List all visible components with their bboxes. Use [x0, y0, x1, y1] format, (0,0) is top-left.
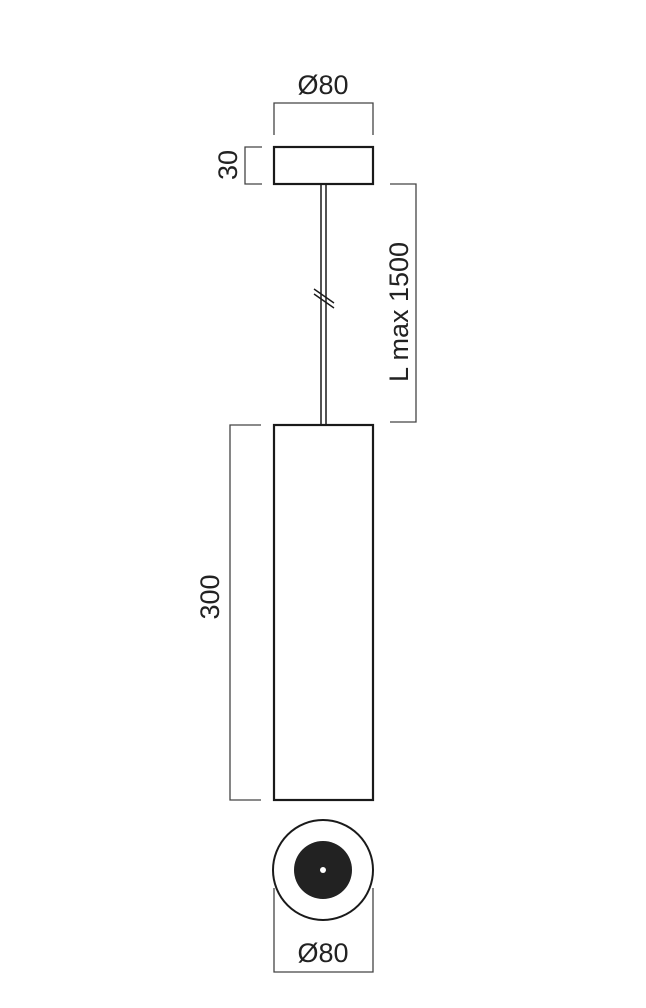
body-height-label: 300 — [195, 574, 225, 619]
body-height-dimension: 300 — [195, 424, 261, 801]
cable-length-label: L max 1500 — [384, 242, 414, 382]
cable-length-dimension: L max 1500 — [384, 183, 417, 423]
cable — [313, 184, 335, 425]
body-diameter-label: Ø80 — [297, 938, 348, 968]
lamp-body — [272, 423, 375, 802]
bottom-view — [272, 819, 374, 921]
break-mark — [313, 288, 335, 304]
canopy-diameter-label: Ø80 — [297, 70, 348, 100]
canopy-height-label: 30 — [213, 150, 243, 180]
canopy-width-dimension: Ø80 — [273, 70, 374, 135]
canopy-height-dimension: 30 — [213, 146, 262, 185]
body-diameter-dimension: Ø80 — [273, 888, 374, 973]
canopy — [272, 145, 375, 186]
